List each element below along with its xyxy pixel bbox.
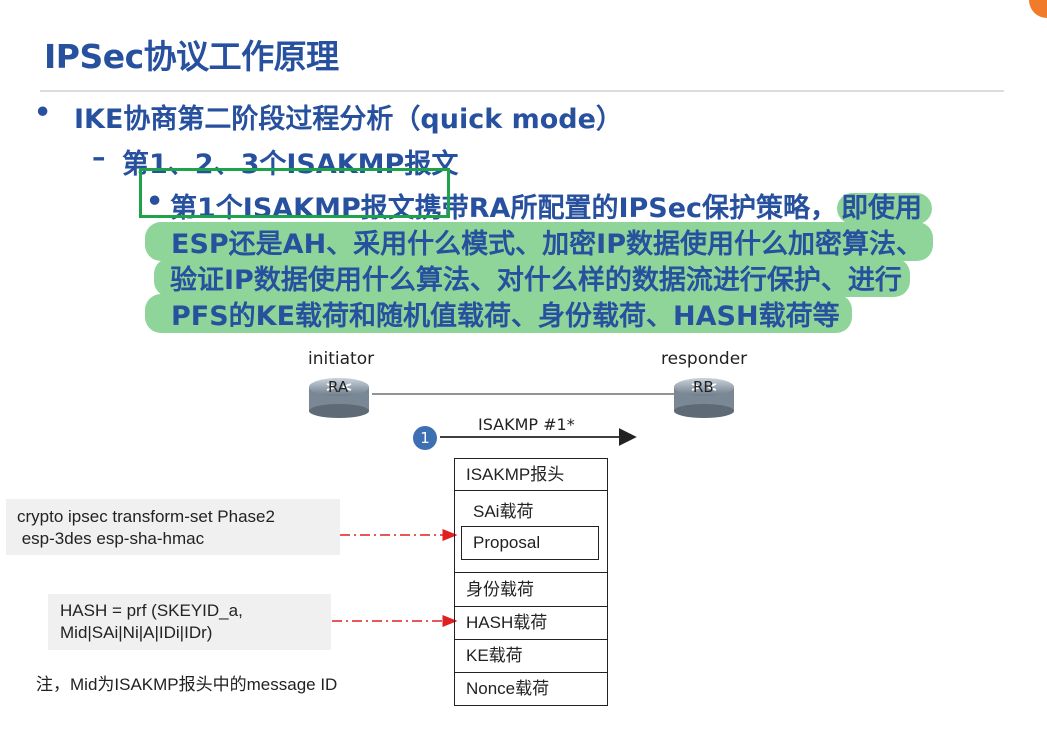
stack-sa-payload: SAi载荷 xyxy=(454,491,608,573)
stack-isakmp-header: ISAKMP报头 xyxy=(454,458,608,491)
message-label: ISAKMP #1* xyxy=(478,415,575,434)
highlight-line-4: PFS的KE载荷和随机值载荷、身份载荷、HASH载荷等 xyxy=(145,294,852,333)
router-icon-ra xyxy=(309,378,369,418)
proposal-box: Proposal xyxy=(461,526,599,560)
stack-id-payload: 身份载荷 xyxy=(454,573,608,607)
bullet-first-message: 第1个ISAKMP报文携带RA所配置的IPSec保护策略，即使用 xyxy=(170,186,933,225)
transform-set-note: crypto ipsec transform-set Phase2 esp-3d… xyxy=(6,499,340,555)
responder-label: responder xyxy=(661,349,748,369)
highlight-line-2: ESP还是AH、采用什么模式、加密IP数据使用什么加密算法、 xyxy=(145,222,934,261)
bullet-ike-phase2: IKE协商第二阶段过程分析（quick mode） xyxy=(74,104,623,135)
slide-title: IPSec协议工作原理 xyxy=(44,37,339,76)
boxed-text: 第1个ISAKMP报文 xyxy=(170,193,415,224)
sa-payload-label: SAi载荷 xyxy=(473,502,534,521)
line1-highlight: 即使用 xyxy=(837,193,933,224)
router-icon-rb xyxy=(674,378,734,418)
title-divider xyxy=(40,90,1004,92)
packet-structure: ISAKMP报头 SAi载荷 身份载荷 HASH载荷 KE载荷 Nonce载荷 xyxy=(454,458,608,706)
router-label-ra: RA xyxy=(328,378,349,396)
footnote: 注，Mid为ISAKMP报头中的message ID xyxy=(36,675,338,694)
transform-set-line1: crypto ipsec transform-set Phase2 xyxy=(17,507,275,526)
bullet-isakmp-messages: 第1、2、3个ISAKMP报文 xyxy=(122,149,459,180)
emphasis-box xyxy=(139,168,450,218)
stack-hash-payload: HASH载荷 xyxy=(454,607,608,640)
dash-marker: – xyxy=(92,142,106,173)
router-label-rb: RB xyxy=(693,378,714,396)
highlight-line-3: 验证IP数据使用什么算法、对什么样的数据流进行保护、进行 xyxy=(154,258,910,297)
hash-note-line1: HASH = prf (SKEYID_a, xyxy=(60,601,243,620)
hash-note: HASH = prf (SKEYID_a, Mid|SAi|Ni|A|IDi|I… xyxy=(48,594,331,650)
hash-note-line2: Mid|SAi|Ni|A|IDi|IDr) xyxy=(60,623,213,642)
bullet-dot-3: • xyxy=(146,186,164,217)
initiator-label: initiator xyxy=(308,349,375,369)
stack-ke-payload: KE载荷 xyxy=(454,640,608,673)
bullet-dot-1: • xyxy=(34,97,52,128)
stack-nonce-payload: Nonce载荷 xyxy=(454,673,608,706)
step-number-badge: 1 xyxy=(413,426,437,450)
transform-set-line2: esp-3des esp-sha-hmac xyxy=(17,529,205,548)
line1-plain: 携带RA所配置的IPSec保护策略， xyxy=(414,193,838,224)
